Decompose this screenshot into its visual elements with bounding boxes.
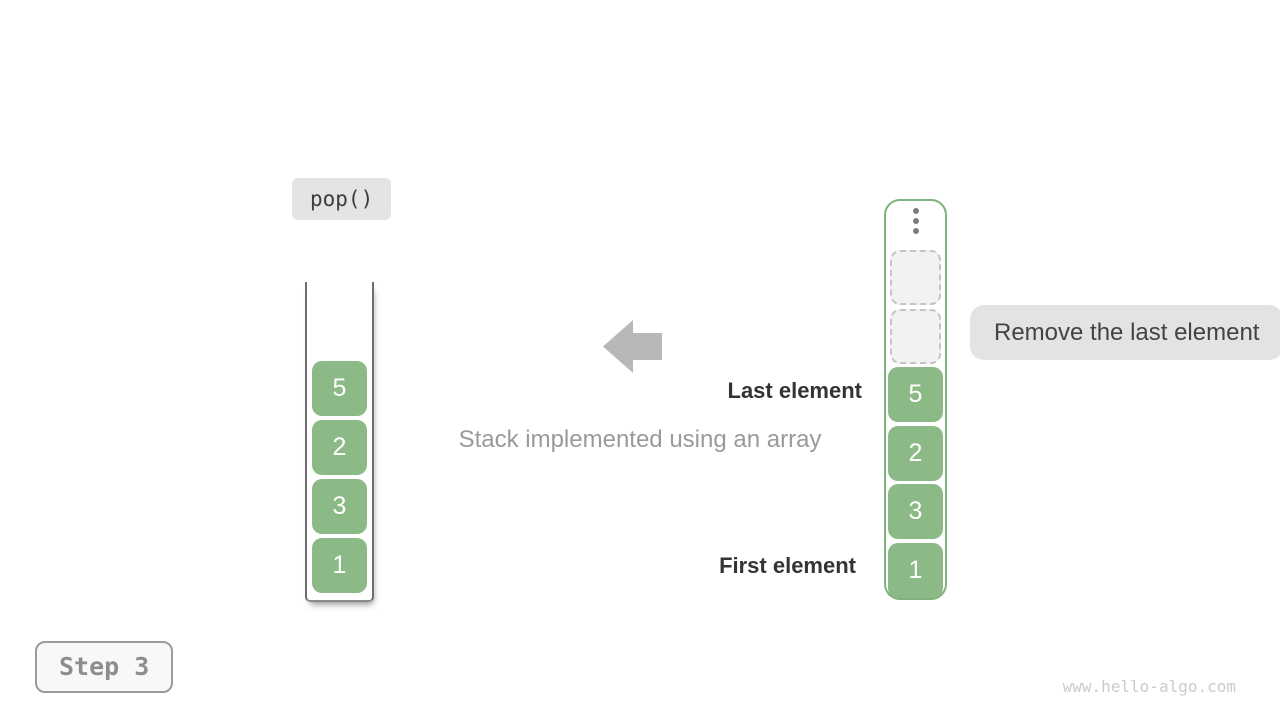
empty-array-slot xyxy=(890,250,941,305)
stack-cell: 5 xyxy=(312,361,367,416)
stack-cell: 2 xyxy=(888,425,943,481)
last-element-label: Last element xyxy=(727,378,863,403)
vertical-ellipsis-icon xyxy=(912,208,919,234)
stack-cell: 1 xyxy=(312,538,367,593)
stack-cell: 3 xyxy=(312,479,367,534)
pop-operation-badge: pop() xyxy=(292,178,392,220)
array-stack-container: 5 2 3 1 xyxy=(884,199,947,600)
remove-annotation-bubble: Remove the last element xyxy=(970,305,1280,360)
stack-cell: 2 xyxy=(312,420,367,475)
arrow-left-icon xyxy=(603,320,662,373)
watermark-text: www.hello-algo.com xyxy=(1062,677,1236,696)
empty-array-slot xyxy=(890,308,941,364)
diagram-caption: Stack implemented using an array xyxy=(458,426,822,453)
step-badge: Step 3 xyxy=(35,641,174,693)
stack-cell: 1 xyxy=(888,542,943,598)
first-element-label: First element xyxy=(719,553,856,578)
stack-cell: 5 xyxy=(888,367,943,422)
stack-cell: 3 xyxy=(888,484,943,539)
stack-column-left: 5 2 3 1 xyxy=(305,282,374,602)
